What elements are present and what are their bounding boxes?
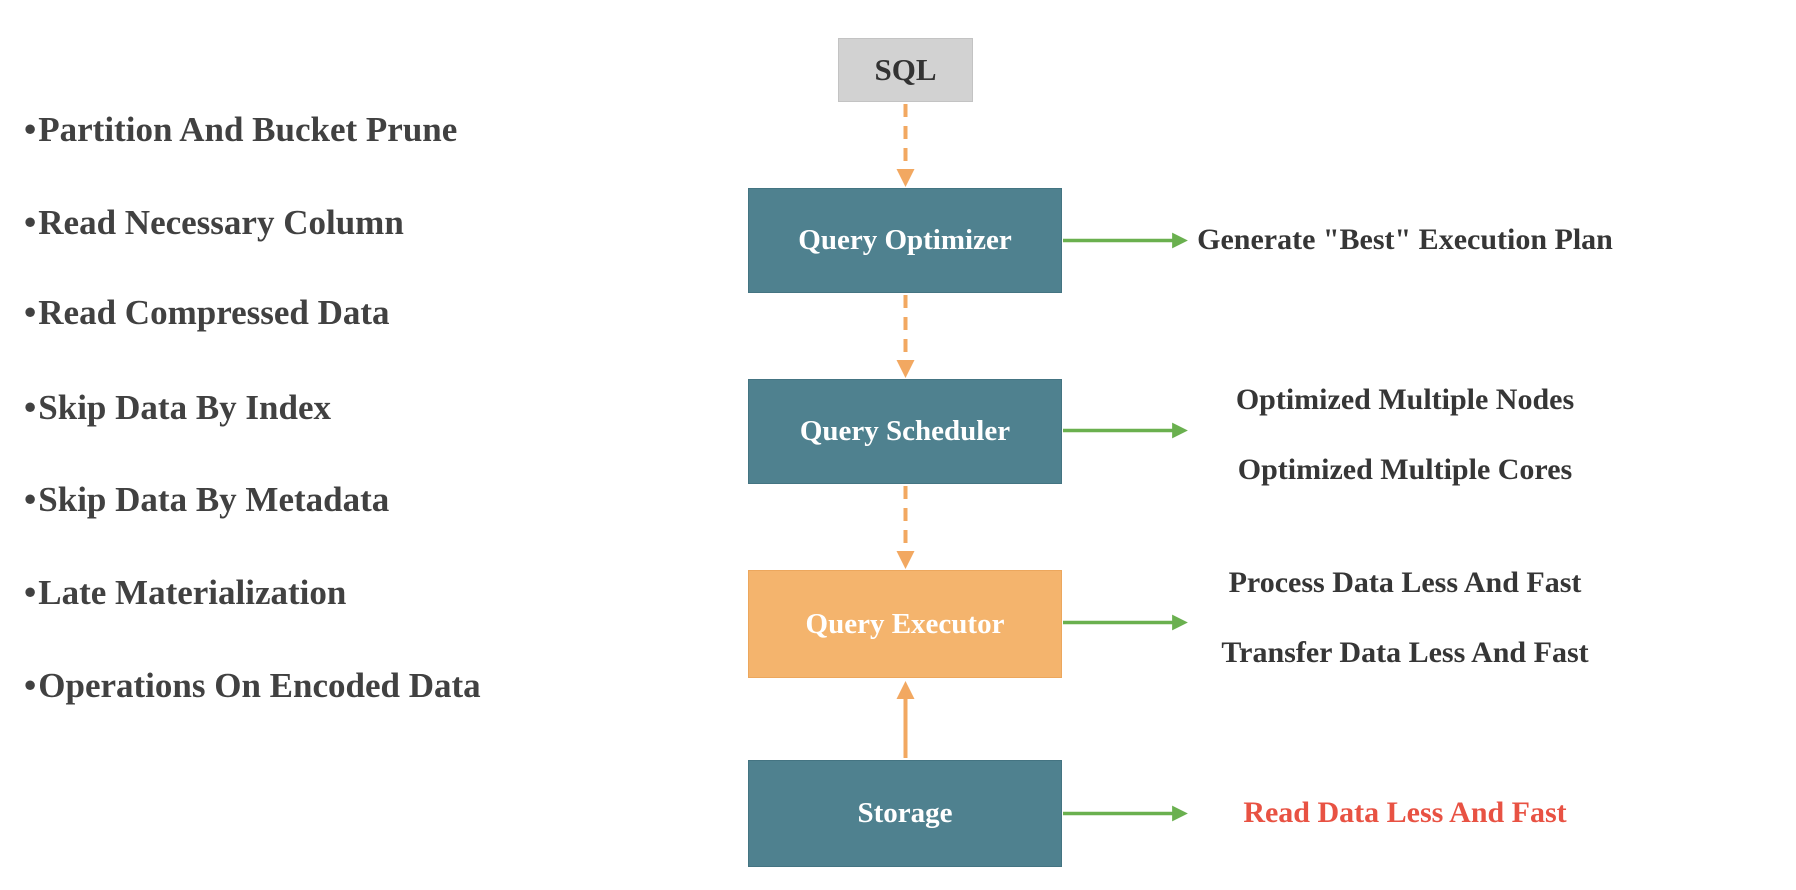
list-item: •Partition And Bucket Prune bbox=[24, 110, 457, 150]
node-query-scheduler-label: Query Scheduler bbox=[799, 415, 1011, 447]
annotation-line: Read Data Less And Fast bbox=[1243, 796, 1567, 829]
node-query-executor: Query Executor bbox=[748, 570, 1062, 678]
bullet-dot: • bbox=[24, 666, 37, 705]
annotation-query-executor: Process Data Less And Fast Transfer Data… bbox=[1170, 563, 1640, 673]
list-item-text: Skip Data By Metadata bbox=[38, 480, 390, 519]
bullet-dot: • bbox=[24, 203, 37, 242]
node-storage: Storage bbox=[748, 760, 1062, 867]
list-item: •Operations On Encoded Data bbox=[24, 666, 481, 706]
list-item: •Skip Data By Metadata bbox=[24, 480, 389, 520]
list-item: •Read Compressed Data bbox=[24, 293, 390, 333]
list-item-text: Skip Data By Index bbox=[38, 388, 331, 427]
node-sql: SQL bbox=[838, 38, 973, 102]
list-item-text: Read Necessary Column bbox=[38, 203, 404, 242]
annotation-line: Optimized Multiple Nodes bbox=[1235, 383, 1575, 416]
annotation-query-scheduler: Optimized Multiple Nodes Optimized Multi… bbox=[1170, 380, 1640, 490]
list-item-text: Operations On Encoded Data bbox=[38, 666, 481, 705]
bullet-dot: • bbox=[24, 293, 37, 332]
bullet-dot: • bbox=[24, 110, 37, 149]
node-query-executor-label: Query Executor bbox=[805, 607, 1005, 640]
annotation-query-optimizer: Generate "Best" Execution Plan bbox=[1170, 220, 1640, 260]
node-query-optimizer-label: Query Optimizer bbox=[798, 224, 1012, 256]
annotation-line: Optimized Multiple Cores bbox=[1237, 453, 1573, 486]
bullet-dot: • bbox=[24, 480, 37, 519]
node-storage-label: Storage bbox=[857, 797, 953, 829]
node-query-scheduler: Query Scheduler bbox=[748, 379, 1062, 484]
annotation-line: Transfer Data Less And Fast bbox=[1221, 636, 1589, 669]
bullet-dot: • bbox=[24, 388, 37, 427]
annotation-line: Process Data Less And Fast bbox=[1228, 566, 1582, 599]
list-item: •Late Materialization bbox=[24, 573, 346, 613]
node-sql-label: SQL bbox=[874, 52, 937, 87]
list-item-text: Late Materialization bbox=[38, 573, 347, 612]
list-item: •Read Necessary Column bbox=[24, 203, 404, 243]
list-item-text: Partition And Bucket Prune bbox=[38, 110, 458, 149]
bullet-dot: • bbox=[24, 573, 37, 612]
node-query-optimizer: Query Optimizer bbox=[748, 188, 1062, 293]
list-item-text: Read Compressed Data bbox=[38, 293, 390, 332]
annotation-storage: Read Data Less And Fast bbox=[1170, 793, 1640, 833]
list-item: •Skip Data By Index bbox=[24, 388, 331, 428]
annotation-line: Generate "Best" Execution Plan bbox=[1197, 223, 1613, 256]
